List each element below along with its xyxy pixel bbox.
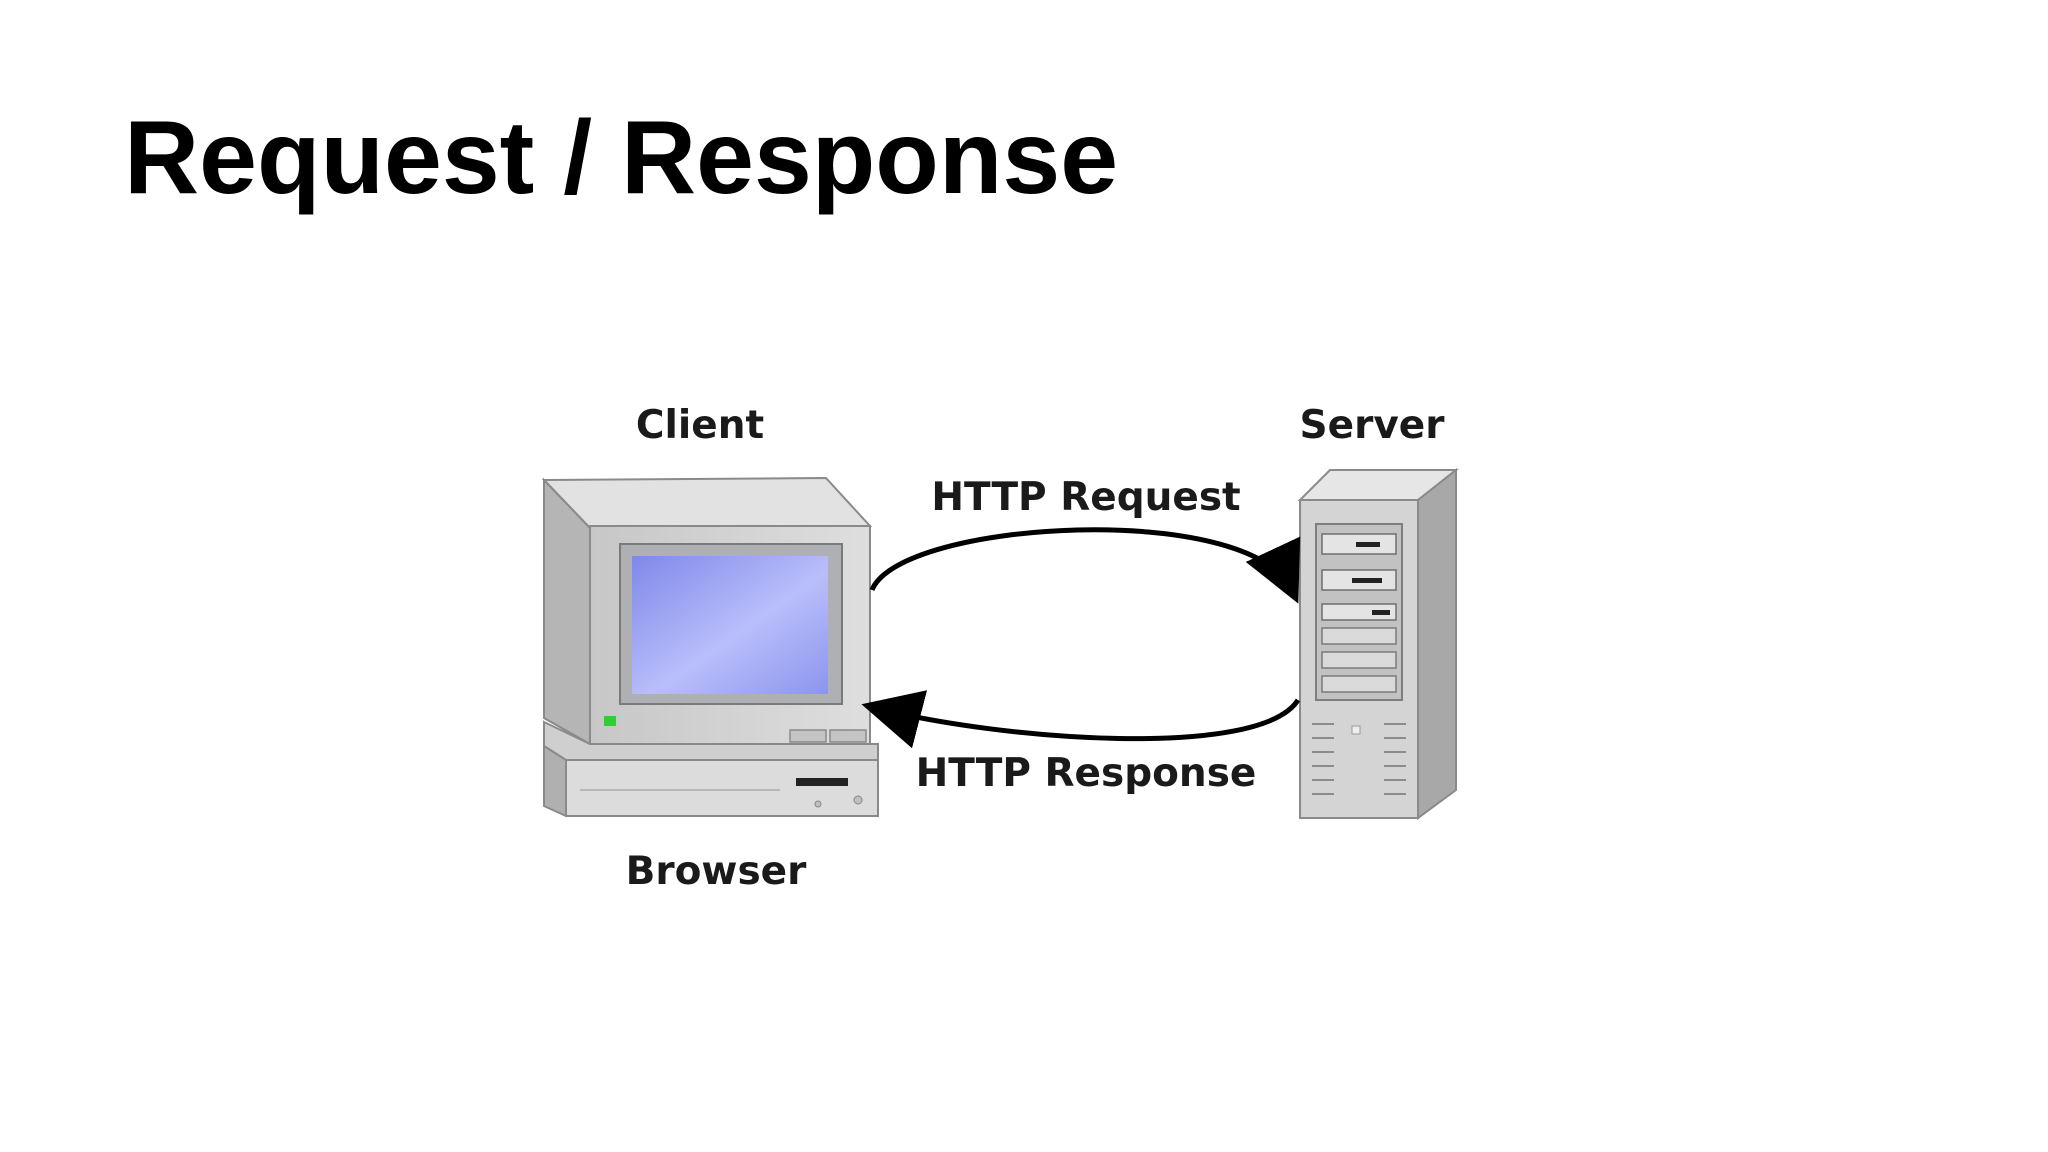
client-computer-icon — [541, 476, 879, 818]
http-request-label: HTTP Request — [931, 475, 1240, 520]
server-label: Server — [1300, 403, 1446, 448]
client-label: Client — [636, 403, 764, 448]
server-tower-icon — [1297, 467, 1459, 820]
browser-label: Browser — [626, 849, 807, 894]
http-request-arrow — [869, 527, 1300, 604]
http-response-label: HTTP Response — [916, 751, 1257, 796]
slide-title: Request / Response — [124, 100, 1119, 216]
http-response-arrow — [861, 690, 1301, 749]
